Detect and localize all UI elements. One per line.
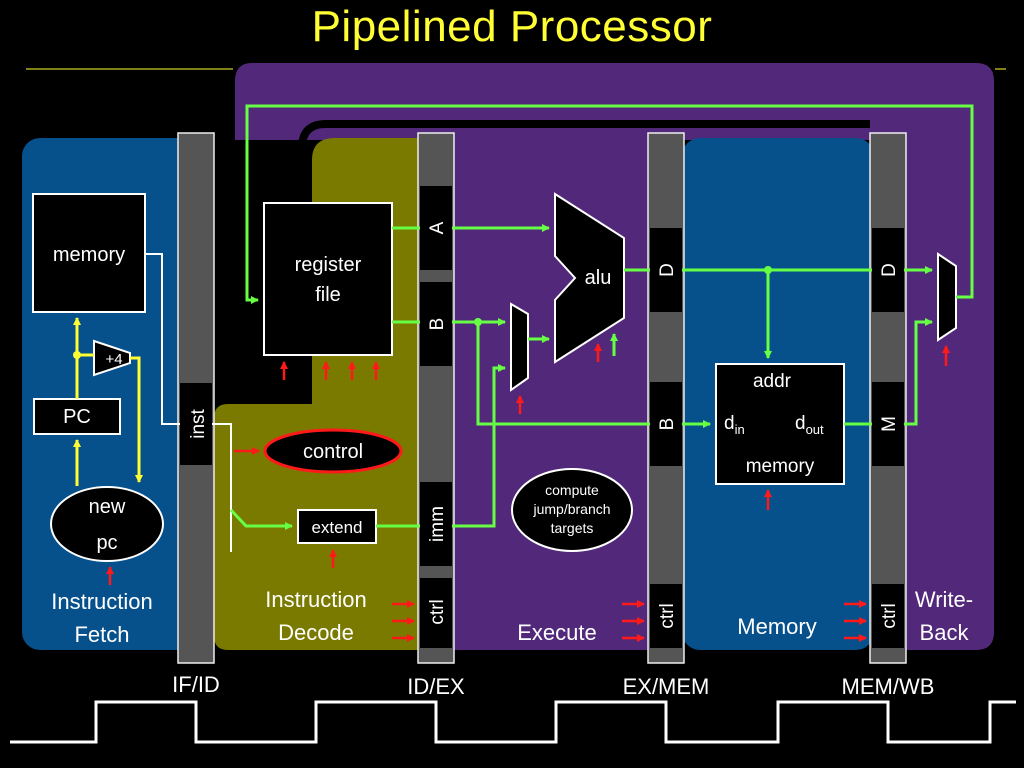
pc-label: PC — [63, 406, 91, 428]
field-b-exmem: B — [657, 418, 678, 431]
label-if-id: IF/ID — [172, 672, 220, 697]
imem-to-inst-wire — [145, 253, 180, 425]
field-ctrl-memwb: ctrl — [879, 603, 900, 628]
new-pc-label-1: new — [89, 496, 126, 518]
register-file-label-2: file — [315, 284, 341, 306]
data-memory-dout: dout — [795, 413, 824, 437]
extend-label: extend — [311, 518, 362, 537]
targets-label-3: targets — [551, 520, 594, 536]
b-junction — [474, 318, 482, 326]
register-file-label-1: register — [295, 254, 362, 276]
stage-writeback-1: Write- — [915, 587, 973, 612]
if-id-register — [177, 132, 215, 664]
instruction-memory-label: memory — [53, 244, 125, 266]
field-a: A — [427, 221, 448, 234]
writeback-region — [235, 63, 994, 650]
control-unit — [263, 428, 403, 474]
field-inst: inst — [188, 409, 209, 439]
label-mem-wb: MEM/WB — [842, 674, 935, 699]
data-memory-din: din — [724, 413, 745, 437]
alu — [554, 192, 625, 364]
targets-label-2: jump/branch — [532, 501, 610, 517]
execute-region — [452, 140, 652, 650]
stage-fetch-2: Fetch — [74, 622, 129, 647]
alu-mux — [510, 302, 529, 392]
extend-unit — [297, 509, 377, 544]
stage-writeback-2: Back — [920, 620, 970, 645]
stage-memory: Memory — [737, 614, 816, 639]
fetch-junction — [73, 351, 81, 359]
branch-target-unit — [511, 468, 633, 552]
field-d-exmem: D — [657, 263, 678, 277]
id-ex-register — [417, 132, 455, 664]
d-junction — [764, 266, 772, 274]
datapath-wires — [245, 104, 974, 528]
data-memory — [715, 363, 845, 485]
register-file — [263, 202, 393, 356]
field-d-memwb: D — [879, 263, 900, 277]
control-signals — [106, 343, 950, 642]
alu-label: alu — [585, 267, 612, 289]
control-label: control — [303, 441, 363, 463]
targets-label-1: compute — [545, 482, 599, 498]
field-b-idex: B — [427, 318, 448, 331]
label-id-ex: ID/EX — [407, 674, 465, 699]
stage-fetch-1: Instruction — [51, 589, 153, 614]
writeback-mux — [937, 252, 957, 342]
inst-wires — [212, 423, 232, 552]
field-m-memwb: M — [879, 416, 900, 432]
data-memory-label: memory — [746, 456, 815, 477]
stage-decode-2: Decode — [278, 620, 354, 645]
data-memory-addr: addr — [753, 371, 792, 392]
clock-waveform — [10, 700, 1016, 744]
inst-to-extend-wire — [229, 508, 293, 530]
stage-decode-1: Instruction — [265, 587, 367, 612]
mem-wb-register — [869, 132, 907, 664]
plus4-label: +4 — [105, 351, 122, 368]
instruction-memory — [32, 193, 146, 313]
label-ex-mem: EX/MEM — [623, 674, 710, 699]
slide-title: Pipelined Processor — [311, 2, 713, 51]
plus4-adder — [93, 339, 131, 377]
ex-mem-register — [647, 132, 685, 664]
new-pc-logic — [50, 486, 164, 562]
field-ctrl-idex: ctrl — [427, 599, 448, 624]
field-imm: imm — [427, 506, 448, 542]
new-pc-label-2: pc — [96, 532, 117, 554]
stage-execute: Execute — [517, 620, 597, 645]
pc-register — [33, 398, 121, 435]
field-ctrl-exmem: ctrl — [657, 603, 678, 628]
